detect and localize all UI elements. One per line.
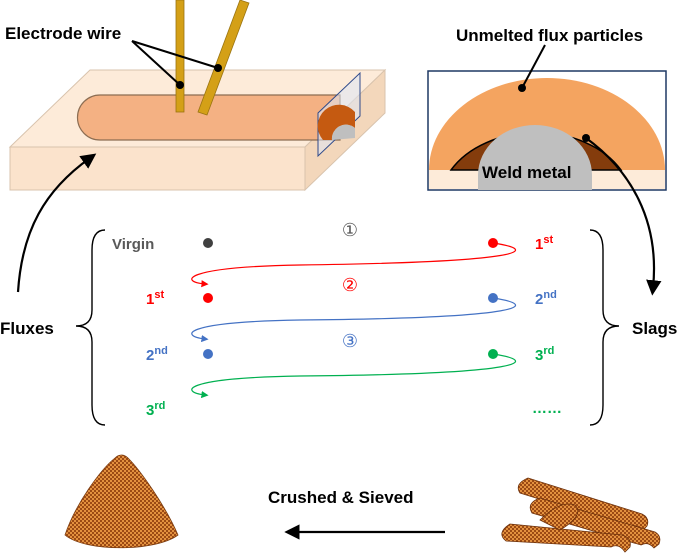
slag-row-3rd-sup: rd <box>543 345 554 357</box>
flux-row-2nd-sup: nd <box>154 345 167 357</box>
step-2-label: ② <box>342 275 358 295</box>
slag-piece-3 <box>501 523 631 553</box>
fluxes-brace <box>75 229 106 426</box>
slag-row-2nd-sup: nd <box>543 289 556 301</box>
flux-row-1st-num: 1 <box>146 291 154 308</box>
slag-row-3rd-num: 3 <box>535 347 543 364</box>
electrode-wire-label: Electrode wire <box>5 24 121 43</box>
unmelted-flux-pointer <box>521 44 546 89</box>
flux-row-2nd: 2nd <box>146 345 168 364</box>
slag-row-2nd-num: 2 <box>535 291 543 308</box>
fluxes-to-weld-arrow <box>16 153 97 293</box>
slags-label: Slags <box>632 319 677 338</box>
slag-row-1st-num: 1 <box>535 236 543 253</box>
flux-row-3rd-sup: rd <box>154 400 165 412</box>
flux-row-virgin-text: Virgin <box>112 236 154 253</box>
electrode-pointer-1 <box>131 40 181 86</box>
slag-pieces <box>501 477 661 553</box>
slag-row-1st-sup: st <box>543 234 553 246</box>
cycle-return-3 <box>191 353 517 399</box>
slag-piece-4 <box>539 503 579 531</box>
electrode-pointer-dot-1 <box>176 81 184 89</box>
flux-row-3rd-num: 3 <box>146 402 154 419</box>
flux-row-1st: 1st <box>146 289 164 308</box>
cycle-start-dot-2 <box>203 293 213 303</box>
flux-row-2nd-num: 2 <box>146 347 154 364</box>
slag-row-3rd: 3rd <box>535 345 554 364</box>
flux-row-1st-sup: st <box>154 289 164 301</box>
bead-slag-section <box>317 104 355 140</box>
cycle-return-1 <box>191 242 517 288</box>
welded-plate <box>8 68 387 192</box>
slags-brace <box>589 229 620 426</box>
cycle-start-dot-1 <box>203 238 213 248</box>
electrode-pointer-2 <box>131 40 219 69</box>
unmelted-flux-label: Unmelted flux particles <box>456 26 643 45</box>
cycle-return-2 <box>191 297 517 343</box>
weld-cross-section <box>427 70 667 191</box>
step-3-label: ③ <box>342 331 358 351</box>
slag-row-1st: 1st <box>535 234 553 253</box>
weld-metal-label: Weld metal <box>482 163 571 182</box>
crushed-sieved-label: Crushed & Sieved <box>268 488 414 507</box>
electrode-pointer-dot-2 <box>214 64 222 72</box>
step-1-label: ① <box>342 220 358 240</box>
recycling-cycle: ① ② ③ Virgin 1st 2nd 3rd 1st 2nd 3rd …… <box>112 220 562 419</box>
flux-pile-cone <box>64 454 179 549</box>
plate-front-face <box>9 146 306 191</box>
cycle-start-dot-3 <box>203 349 213 359</box>
flux-row-virgin: Virgin <box>112 236 154 253</box>
bead-metal-section <box>331 124 355 140</box>
weld-bead <box>76 94 341 141</box>
flux-pile <box>64 454 179 549</box>
slag-row-ellipsis: …… <box>532 400 562 417</box>
flux-row-3rd: 3rd <box>146 400 165 419</box>
weld-to-slags-arrow <box>585 137 662 296</box>
fluxes-label: Fluxes <box>0 319 54 338</box>
slag-row-2nd: 2nd <box>535 289 557 308</box>
weld-metal-region <box>478 125 592 190</box>
electrode-wire-2 <box>197 0 250 116</box>
unmelted-flux-pointer-dot <box>518 84 526 92</box>
